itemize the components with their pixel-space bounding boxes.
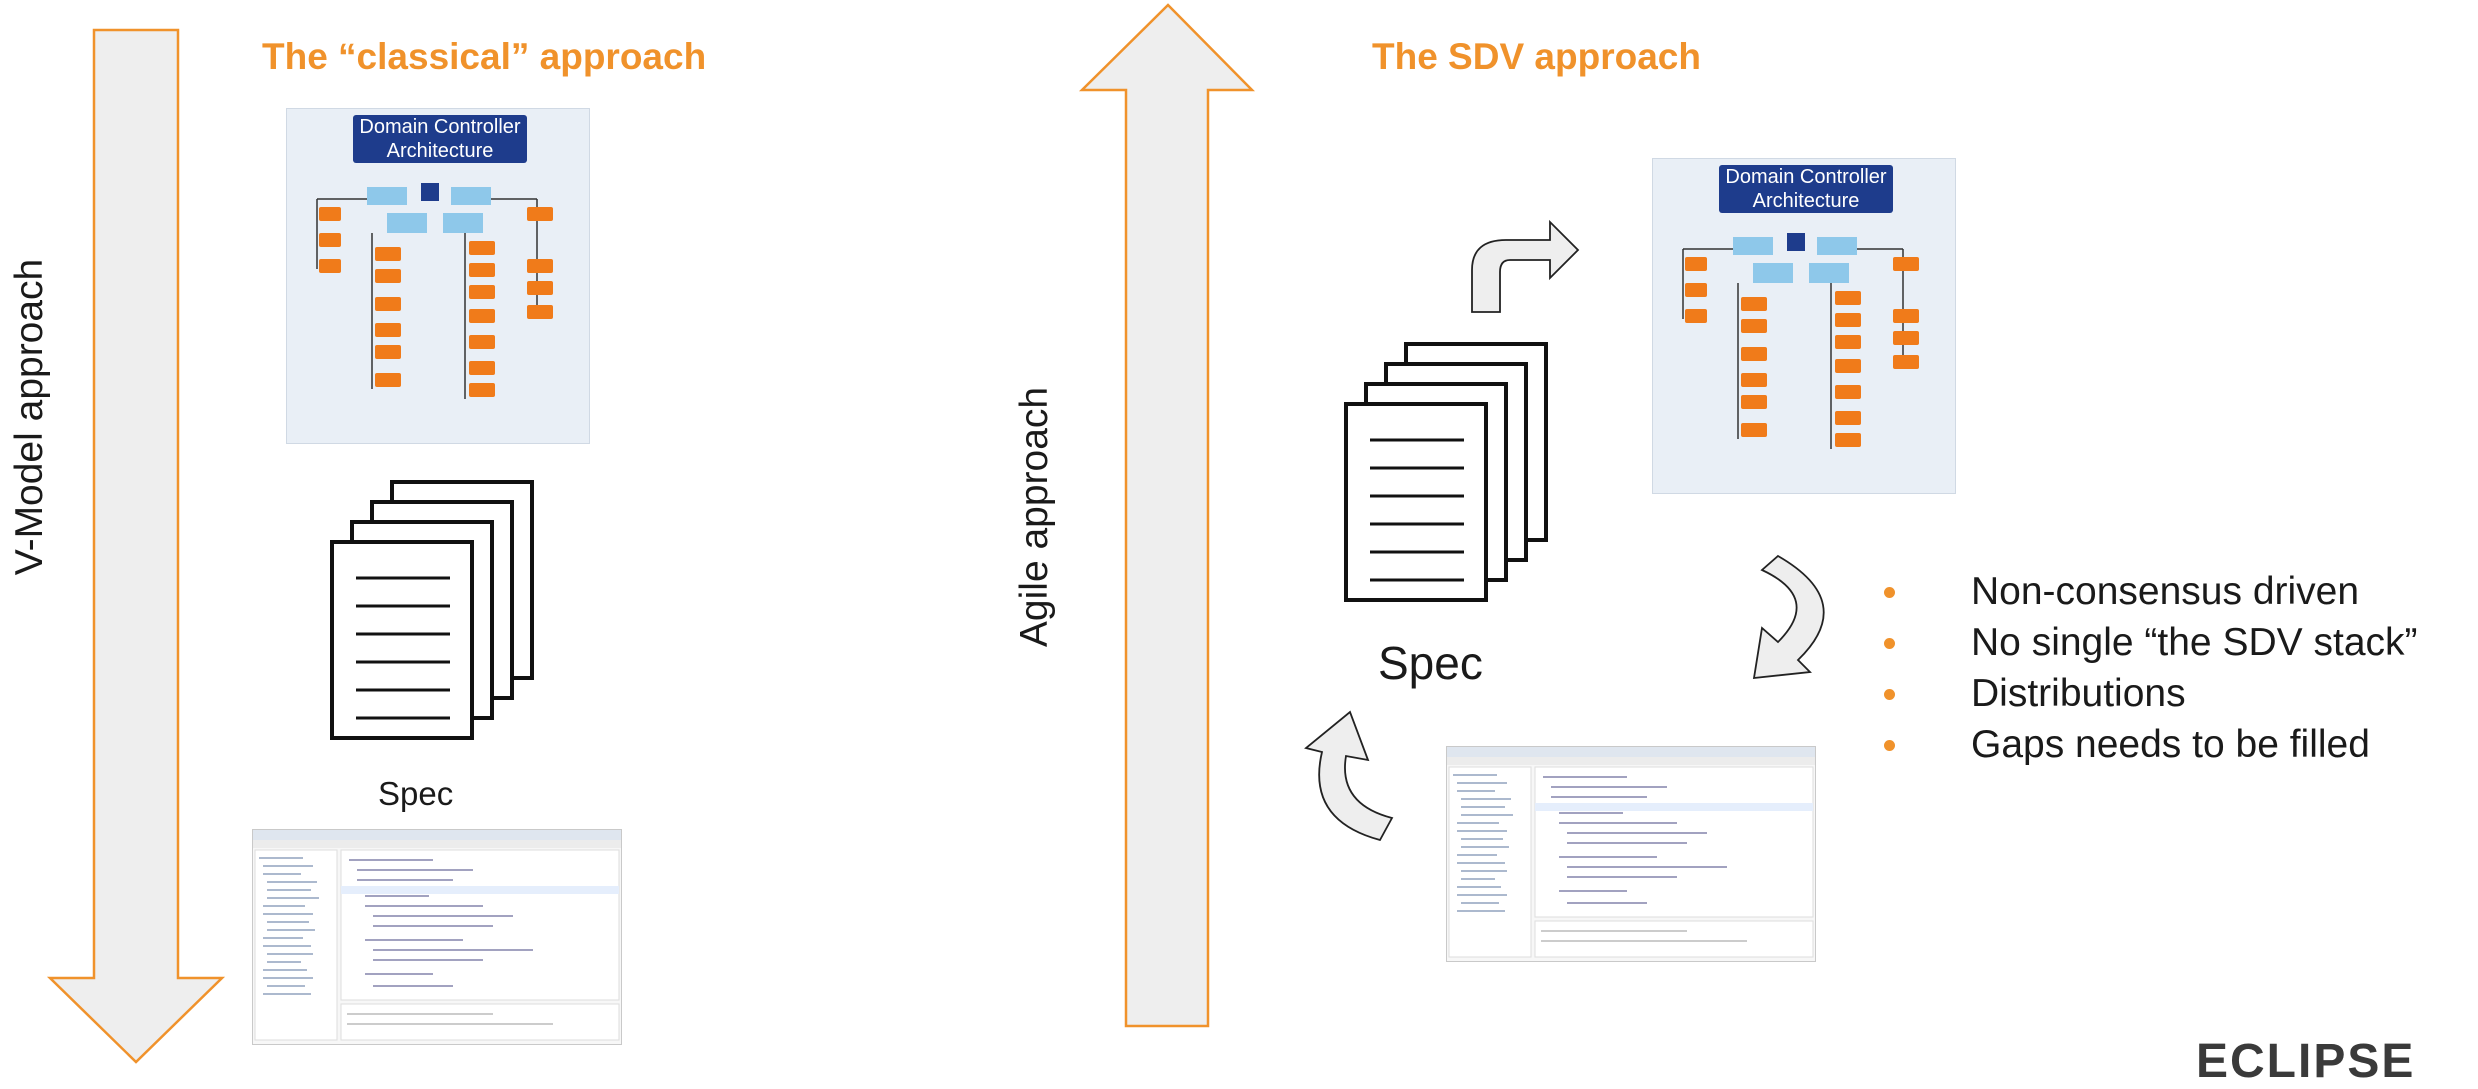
spec-document-stack-icon xyxy=(1344,342,1548,602)
domain-controller-architecture-diagram: Domain Controller Architecture xyxy=(286,108,590,444)
ide-screenshot-graphic xyxy=(253,830,621,1041)
ide-screenshot-graphic xyxy=(1447,747,1815,958)
domain-controller-architecture-diagram: Domain Controller Architecture xyxy=(1652,158,1956,494)
curved-arrow-up-right-icon xyxy=(1471,219,1580,313)
list-item-text: Gaps needs to be filled xyxy=(1971,723,2370,766)
spec-label: Spec xyxy=(378,775,454,812)
architecture-header: Domain Controller Architecture xyxy=(1719,165,1893,213)
list-item-text: Distributions xyxy=(1971,672,2186,715)
list-item: No single “the SDV stack” xyxy=(1884,617,2418,668)
sdv-approach-title: The SDV approach xyxy=(1372,36,1701,77)
spec-label: Spec xyxy=(1378,637,1483,689)
v-model-down-arrow xyxy=(46,28,226,1064)
bullet-dot-icon xyxy=(1884,740,1895,751)
eclipse-logo: ECLIPSE xyxy=(2196,1035,2416,1088)
agile-label: Agile approach xyxy=(1013,386,1056,648)
ide-screenshot xyxy=(252,829,622,1045)
architecture-blocks xyxy=(316,183,553,399)
list-item-text: Non-consensus driven xyxy=(1971,570,2360,613)
list-item: Gaps needs to be filled xyxy=(1884,719,2418,770)
architecture-blocks xyxy=(1682,233,1919,449)
curved-arrow-up-left-icon xyxy=(1304,710,1394,842)
spec-document-stack-icon xyxy=(330,480,534,740)
v-model-label: V-Model approach xyxy=(8,258,51,576)
bullet-dot-icon xyxy=(1884,587,1895,598)
curved-arrow-down-left-icon xyxy=(1752,554,1825,680)
bullet-dot-icon xyxy=(1884,689,1895,700)
architecture-header: Domain Controller Architecture xyxy=(353,115,527,163)
sdv-characteristics-list: Non-consensus driven No single “the SDV … xyxy=(1884,566,2418,770)
ide-screenshot xyxy=(1446,746,1816,962)
agile-up-arrow xyxy=(1078,3,1255,1028)
list-item: Distributions xyxy=(1884,668,2418,719)
classical-approach-title: The “classical” approach xyxy=(262,36,707,77)
list-item: Non-consensus driven xyxy=(1884,566,2418,617)
list-item-text: No single “the SDV stack” xyxy=(1971,621,2418,664)
bullet-dot-icon xyxy=(1884,638,1895,649)
